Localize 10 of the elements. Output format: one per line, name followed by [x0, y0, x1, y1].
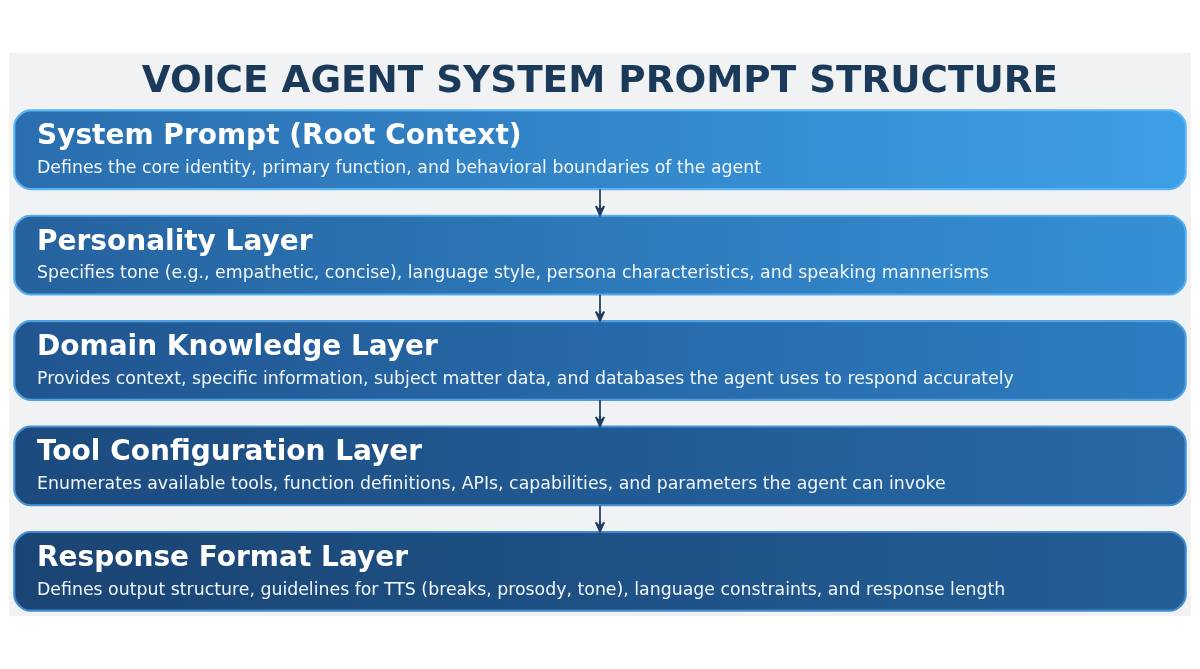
node-box: Response Format Layer Defines output structure, guidelines for TTS (breaks, prosody, tone), language constraints, and response length — [13, 530, 1187, 612]
node-box: System Prompt (Root Context) Defines the core identity, primary function, and behavioral boundaries of the agent — [13, 109, 1187, 191]
arrow — [594, 293, 606, 322]
node-box: Personality Layer Specifies tone (e.g., empathetic, concise), language style, persona characteristics, and speaking mannerisms — [13, 214, 1187, 296]
diagram-title: VOICE AGENT SYSTEM PROMPT STRUCTURE — [141, 57, 1059, 102]
arrow — [594, 188, 606, 217]
node-box: Tool Configuration Layer Enumerates available tools, function definitions, APIs, capabilities, and parameters the agent can invoke — [13, 425, 1187, 507]
arrow — [594, 504, 606, 533]
node-box: Domain Knowledge Layer Provides context, specific information, subject matter data, and databases the agent uses to respond accurately — [13, 320, 1187, 401]
arrow — [594, 399, 606, 428]
